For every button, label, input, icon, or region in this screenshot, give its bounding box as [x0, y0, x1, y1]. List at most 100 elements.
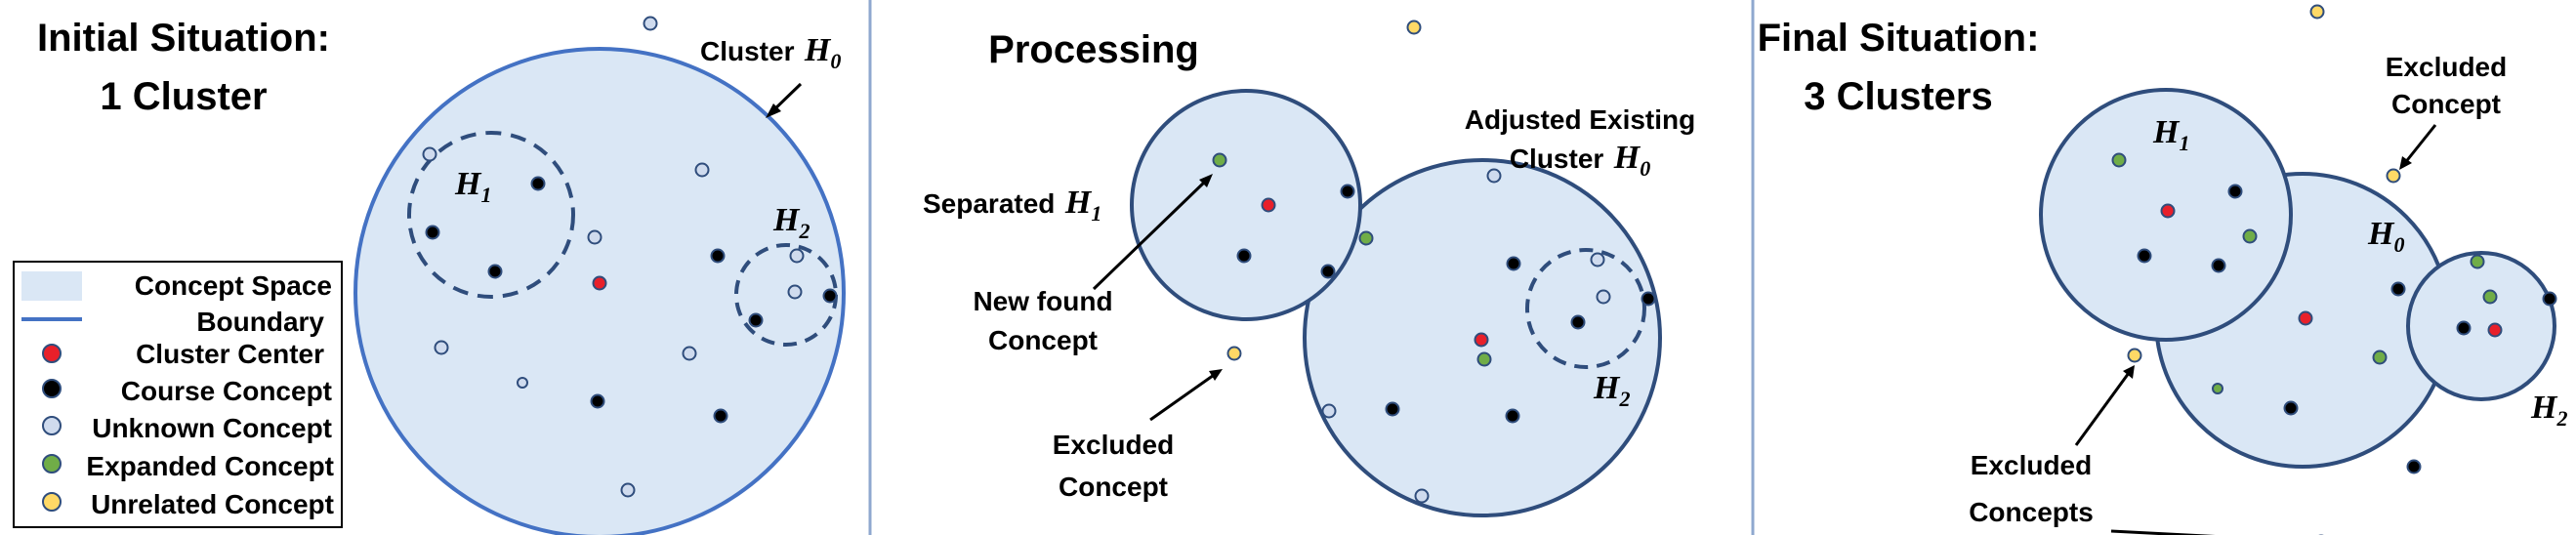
- panel3-title-line2: 3 Clusters: [1804, 75, 1992, 118]
- unknown-concept: [1596, 289, 1611, 305]
- adjusted-cluster-label-line2: Cluster H0: [1510, 140, 1650, 181]
- sub-cluster-h2-circle: [1525, 248, 1646, 369]
- h1-label: H1: [454, 166, 491, 207]
- course-concept: [1505, 408, 1520, 424]
- course-concept: [1340, 184, 1355, 199]
- cluster-center: [1261, 197, 1276, 213]
- excluded-bottom-label-line1: Excluded: [1971, 450, 2092, 480]
- excluded-label-line2: Concept: [1059, 472, 1168, 502]
- new-found-label-line2: Concept: [988, 325, 1098, 355]
- unrelated-concept: [2127, 348, 2142, 363]
- expanded-concept-swatch: [42, 454, 62, 473]
- unknown-concept-swatch: [42, 416, 62, 435]
- legend-item-expanded-concept: Expanded Concept: [86, 451, 334, 481]
- unknown-concept: [587, 229, 602, 245]
- cluster-h0-pointer-head: [766, 103, 781, 118]
- course-concept: [2211, 258, 2226, 273]
- panel1-title-line2: 1 Cluster: [100, 75, 267, 118]
- expanded-concept: [2242, 228, 2258, 244]
- unknown-concept: [694, 162, 710, 178]
- cluster-center: [2298, 310, 2313, 326]
- legend-item-course-concept: Course Concept: [121, 376, 332, 406]
- excluded-pointer: [1149, 371, 1218, 422]
- cluster-h0-circle: [353, 47, 846, 535]
- panel-processing: Processing Adjusted Existing Cluster H0 …: [923, 20, 1695, 517]
- course-concept: [2542, 291, 2557, 307]
- panel1-title-line1: Initial Situation:: [37, 17, 330, 60]
- h2-label: H2: [772, 202, 810, 243]
- separated-h1-label: Separated H1: [923, 185, 1101, 226]
- course-concept: [2456, 320, 2472, 336]
- excluded-top-pointer: [2402, 124, 2437, 165]
- unknown-concept: [789, 248, 805, 264]
- course-concept: [713, 408, 728, 424]
- course-concept: [2406, 459, 2422, 474]
- cluster-center: [2487, 322, 2503, 338]
- course-concept: [590, 393, 605, 409]
- excluded-bottom-pointer-2: [2110, 529, 2216, 535]
- excluded-top-label-line1: Excluded: [2386, 52, 2507, 82]
- expanded-concept: [1358, 230, 1374, 246]
- cluster-center-swatch: [42, 344, 62, 363]
- expanded-concept: [1212, 152, 1227, 168]
- course-concept: [2227, 184, 2243, 199]
- expanded-concept: [2470, 254, 2485, 269]
- course-concept: [2390, 281, 2406, 297]
- unrelated-concept-swatch: [42, 492, 62, 512]
- panel-final-situation: Final Situation: 3 Clusters Excluded Con…: [1758, 4, 2567, 535]
- course-concept: [2283, 400, 2299, 416]
- excluded-bottom-pointer-1-head: [2123, 365, 2135, 379]
- course-concept-swatch: [42, 379, 62, 398]
- course-concept: [1385, 401, 1400, 417]
- unknown-concept: [1414, 488, 1430, 504]
- course-concept: [425, 225, 440, 240]
- unknown-concept: [787, 284, 803, 300]
- unknown-concept: [1321, 403, 1337, 419]
- excluded-top-pointer-head: [2399, 156, 2412, 170]
- course-concept: [1236, 248, 1252, 264]
- legend-item-boundary: Boundary: [196, 307, 324, 337]
- legend-item-cluster-center: Cluster Center: [136, 339, 324, 369]
- sub-cluster-h1-circle: [407, 131, 575, 299]
- legend-item-concept-space: Concept Space: [135, 270, 332, 301]
- unknown-concept: [1590, 252, 1605, 268]
- unrelated-concept: [643, 16, 658, 31]
- excluded-bottom-pointer-1: [2074, 372, 2131, 446]
- legend-item-unrelated-concept: Unrelated Concept: [91, 489, 334, 519]
- course-concept: [530, 176, 546, 191]
- excluded-top-label-line2: Concept: [2391, 89, 2501, 119]
- new-found-label-line1: New found: [973, 286, 1112, 316]
- unrelated-concept: [1226, 346, 1242, 361]
- unknown-concept: [620, 482, 636, 498]
- cluster-h1-separated-circle: [1130, 89, 1362, 321]
- legend-box: [13, 261, 343, 528]
- course-concept: [710, 248, 726, 264]
- panel2-title: Processing: [988, 28, 1199, 71]
- legend-item-unknown-concept: Unknown Concept: [92, 413, 332, 443]
- cluster-center: [1474, 332, 1489, 348]
- unknown-concept: [682, 346, 697, 361]
- unknown-concept: [517, 377, 528, 389]
- expanded-concept: [2372, 350, 2388, 365]
- excluded-bottom-label-line2: Concepts: [1969, 497, 2094, 527]
- unrelated-concept: [1406, 20, 1422, 35]
- unrelated-concept: [2386, 168, 2401, 184]
- excluded-label-line1: Excluded: [1053, 430, 1174, 460]
- expanded-concept: [2212, 383, 2223, 394]
- course-concept: [1506, 256, 1521, 271]
- expanded-concept: [2482, 289, 2498, 305]
- h2-label: H2: [2530, 390, 2567, 431]
- excluded-pointer-head: [1209, 369, 1223, 381]
- panel-initial-situation: Initial Situation: 1 Cluster Cluster H0 …: [13, 16, 846, 535]
- concept-space-swatch: [21, 271, 82, 301]
- cluster-h2-circle: [2406, 251, 2556, 401]
- panel3-title-line1: Final Situation:: [1758, 17, 2040, 60]
- legend: Concept Space Boundary Cluster Center Co…: [13, 261, 343, 528]
- cluster-h0-label: Cluster H0: [700, 32, 841, 73]
- course-concept: [822, 288, 838, 304]
- new-found-pointer-head: [1199, 174, 1213, 187]
- course-concept: [1320, 264, 1336, 279]
- unknown-concept: [422, 146, 437, 162]
- unrelated-concept: [2309, 4, 2325, 20]
